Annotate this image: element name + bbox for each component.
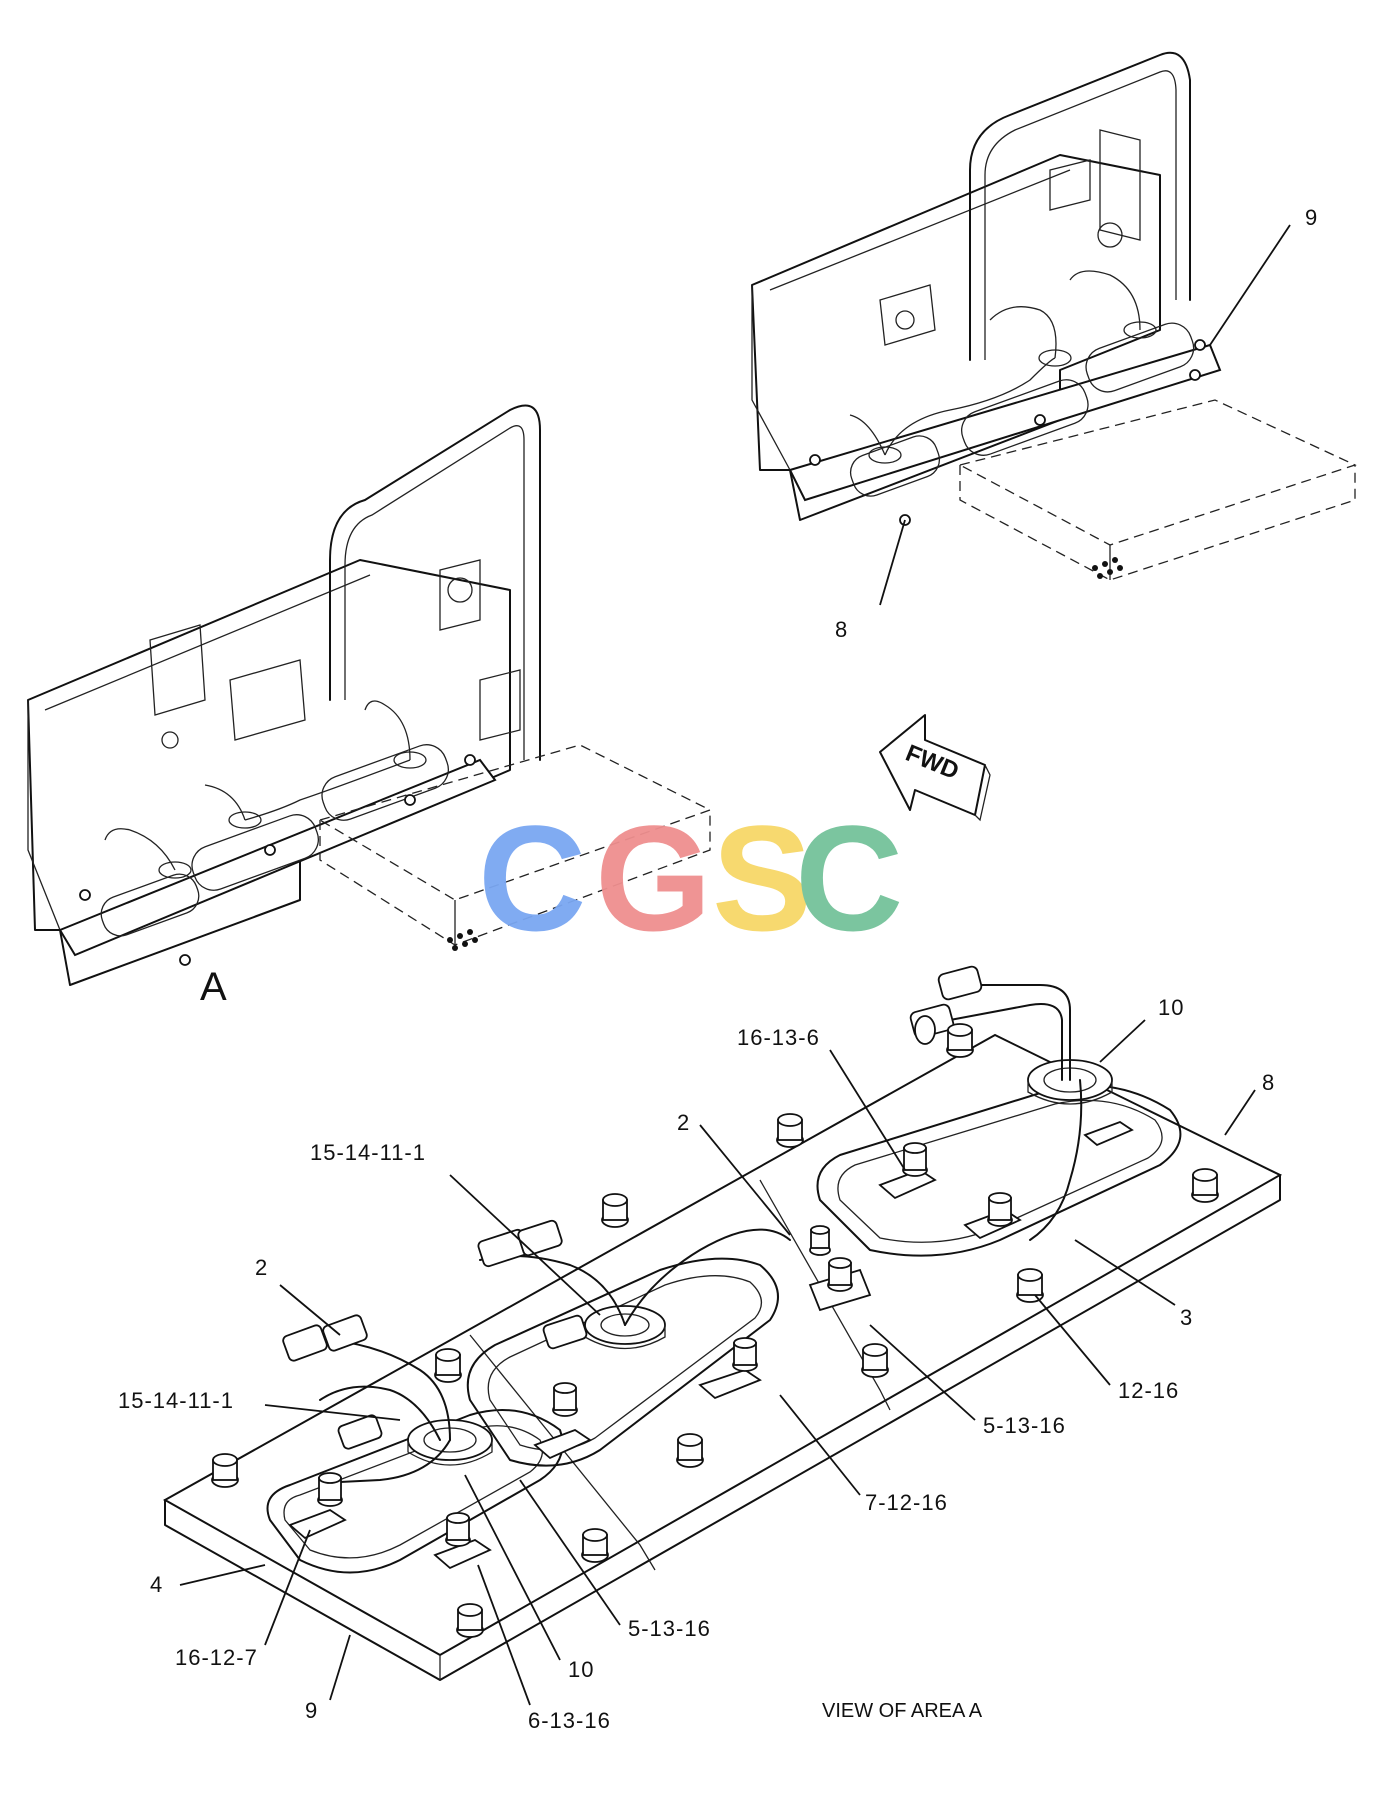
callout-5-13-16-upper: 5-13-16 <box>983 1413 1066 1438</box>
callout-9-top: 9 <box>1305 205 1318 230</box>
callout-12-16: 12-16 <box>1118 1378 1179 1403</box>
fwd-label: FWD <box>902 740 963 786</box>
callout-2-mid: 2 <box>677 1110 690 1135</box>
bolt-heads <box>211 1023 1219 1638</box>
callout-9-bottom: 9 <box>305 1698 318 1723</box>
watermark-letter-s: S <box>712 794 812 962</box>
connector-right <box>909 965 983 1045</box>
callout-10-right: 10 <box>1158 995 1184 1020</box>
leader-lines <box>179 224 1291 1706</box>
callout-8-top: 8 <box>835 617 848 642</box>
watermark-letter-g: G <box>595 794 712 962</box>
view-caption: VIEW OF AREA A <box>822 1700 983 1722</box>
callout-labels: 9 8 10 8 16-13-6 2 15-14-11-1 2 15-14-11… <box>118 205 1318 1733</box>
callout-4: 4 <box>150 1572 163 1597</box>
watermark-letter-c2: C <box>795 794 903 962</box>
callout-15-14-11-1-top: 15-14-11-1 <box>310 1140 426 1165</box>
area-label-a: A <box>200 965 227 1009</box>
callout-7-12-16: 7-12-16 <box>865 1490 948 1515</box>
callout-8-right: 8 <box>1262 1070 1275 1095</box>
callout-15-14-11-1-left: 15-14-11-1 <box>118 1388 234 1413</box>
callout-3: 3 <box>1180 1305 1193 1330</box>
watermark-letter-c1: C <box>478 794 586 962</box>
callout-5-13-16-lower: 5-13-16 <box>628 1616 711 1641</box>
left-assembly <box>27 404 712 986</box>
watermark-logo: C G S C <box>478 794 903 962</box>
callout-2-left: 2 <box>255 1255 268 1280</box>
callout-10-bottom: 10 <box>568 1657 594 1682</box>
connector-middle <box>477 1219 588 1350</box>
detail-view <box>162 224 1291 1706</box>
callout-16-12-7: 16-12-7 <box>175 1645 258 1670</box>
connector-left <box>282 1314 383 1450</box>
callout-16-13-6: 16-13-6 <box>737 1025 820 1050</box>
upper-right-assembly <box>751 51 1357 581</box>
callout-6-13-16: 6-13-16 <box>528 1708 611 1733</box>
